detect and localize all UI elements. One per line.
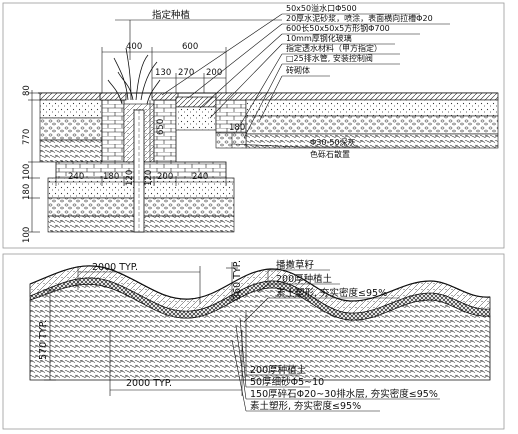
- top-dimension-lines: [28, 47, 234, 233]
- dim-270: 270: [178, 68, 194, 78]
- note-glass: 10mm厚钢化玻璃: [286, 33, 352, 43]
- gravel-note-line2: 色砾石散置: [310, 149, 350, 159]
- top-panel-frame: [2, 2, 505, 249]
- note-steel: 600长50x50x5方形钢Φ700: [286, 23, 390, 33]
- bottom-dimension-lines: [44, 262, 440, 412]
- dim-770: 770: [22, 129, 32, 145]
- note-drain-pipe: □25排水管, 安装控制阀: [286, 53, 373, 63]
- dim-650: 650: [156, 119, 166, 135]
- typ-bottom-label: 2000 TYP.: [126, 378, 172, 389]
- gravel-note-line1: Φ30-50深灰: [310, 137, 356, 147]
- dim-bottom-240-b: 240: [192, 172, 208, 182]
- h360-label: 360 TYP.: [232, 260, 243, 300]
- bottom-section-drawing: [29, 265, 491, 381]
- dim-bottom-180: 180: [103, 172, 119, 182]
- dim-100-a: 100: [22, 164, 32, 180]
- plant-label: 指定种植: [152, 9, 191, 21]
- dim-bottom-200: 200: [157, 172, 173, 182]
- note-permeable: 指定透水材料（甲方指定）: [286, 43, 382, 53]
- bottom-annotations: 2000 TYP. 2000 TYP. 360 TYP. 570 TYP. 播撒…: [38, 259, 438, 412]
- dim-400: 400: [126, 42, 142, 52]
- note-seed: 播撒草籽: [276, 259, 315, 271]
- dim-bottom-120-a: 120: [125, 170, 135, 186]
- dim-bottom-120-b: 120: [144, 170, 154, 186]
- note-compact-top: 素土塑形, 夯实密度≤95%: [276, 287, 387, 299]
- typ-top-label: 2000 TYP.: [92, 262, 138, 273]
- top-annotations: 指定种植 50x50溢水口Φ500 20厚水泥砂浆，喷涂，表面横向拉槽Φ20 6…: [22, 3, 433, 243]
- note-overflow: 50x50溢水口Φ500: [286, 3, 357, 13]
- dim-180-left: 180: [22, 184, 32, 200]
- top-section-drawing: [38, 47, 499, 233]
- dim-200: 200: [206, 68, 222, 78]
- note-masonry: 砖砌体: [286, 65, 310, 75]
- dim-bottom-240-a: 240: [68, 172, 84, 182]
- note-fine-sand: 50厚细砂Φ5~10: [250, 376, 324, 388]
- dim-80: 80: [22, 85, 32, 96]
- dim-180-mid: 180: [229, 123, 245, 133]
- dim-100-b: 100: [22, 227, 32, 243]
- dim-600: 600: [182, 42, 198, 52]
- note-compact-bottom: 素土塑形, 夯实密度≤95%: [250, 400, 361, 412]
- note-planting-soil: 200厚种植土: [250, 364, 307, 376]
- h570-label: 570 TYP.: [38, 320, 49, 360]
- note-gravel-drain: 150厚碎石Φ20~30排水层, 夯实密度≤95%: [250, 388, 438, 400]
- dim-130: 130: [155, 68, 171, 78]
- note-planting-soil-top: 200厚种植土: [276, 273, 333, 285]
- note-mortar: 20厚水泥砂浆，喷涂，表面横向拉槽Φ20: [286, 13, 433, 23]
- top-leader-lines: [115, 13, 450, 148]
- bottom-panel-frame: [2, 253, 505, 430]
